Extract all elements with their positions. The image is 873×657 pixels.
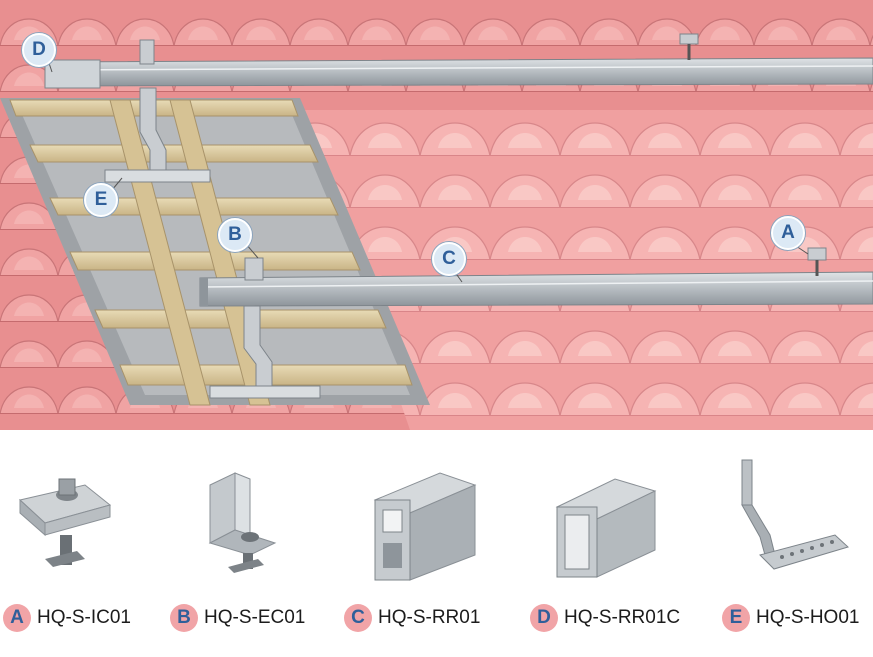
legend-label-c: HQ-S-RR01 (378, 607, 481, 628)
roof-installation-illustration (0, 0, 873, 430)
end-clamp-image (208, 472, 277, 573)
legend-label-e: HQ-S-HO01 (756, 607, 860, 628)
legend-label-b: HQ-S-EC01 (204, 607, 306, 628)
legend-badge-c: C (344, 604, 372, 632)
legend-badge-b: B (170, 604, 198, 632)
callout-c: C (432, 242, 466, 276)
legend-badge-a: A (3, 604, 31, 632)
callout-a: A (771, 216, 805, 250)
upper-rail (44, 57, 873, 89)
legend-label-a: HQ-S-IC01 (37, 607, 131, 628)
legend-badge-d: D (530, 604, 558, 632)
callout-e: E (84, 183, 118, 217)
legend-item-e: E HQ-S-HO01 (722, 603, 859, 633)
legend-label-d: HQ-S-RR01C (564, 607, 681, 628)
legend-item-c: C HQ-S-RR01 (344, 603, 480, 633)
legend-badge-e: E (722, 604, 750, 632)
callout-d: D (22, 33, 56, 67)
lower-rail (199, 271, 873, 307)
legend-item-d: D HQ-S-RR01C (530, 603, 680, 633)
legend-item-b: B HQ-S-EC01 (170, 603, 305, 633)
inter-clamp-image (18, 478, 112, 567)
rail-profile-image (373, 472, 477, 581)
legend-item-a: A HQ-S-IC01 (3, 603, 131, 633)
roof-hook-image (741, 459, 849, 570)
rail-connector-image (555, 478, 657, 578)
callout-b: B (218, 218, 252, 252)
